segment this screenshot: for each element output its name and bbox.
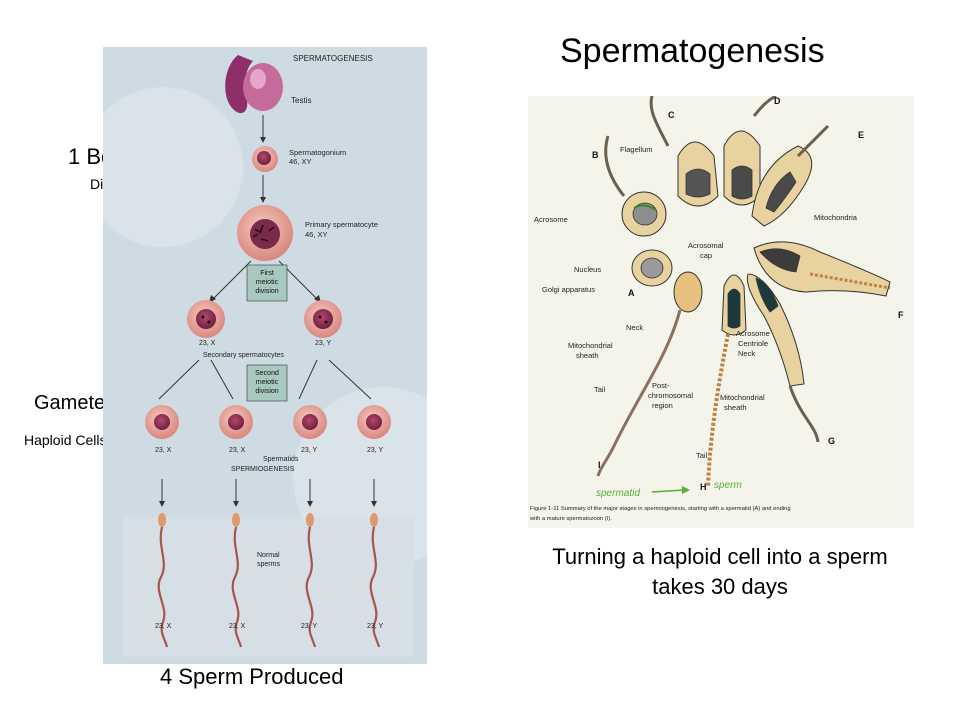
- primary-karyotype: 46, XY: [305, 230, 328, 239]
- primary-spermatocyte-cell: [237, 205, 293, 261]
- letter-d: D: [774, 96, 781, 106]
- mito-sheath-line2: sheath: [576, 351, 599, 360]
- sperm-produced-label: 4 Sperm Produced: [160, 664, 344, 689]
- second-div-line2: meiotic: [256, 379, 279, 386]
- spermiogenesis-figure: Flagellum Acrosome Nucleus Golgi apparat…: [528, 94, 914, 528]
- secondary-spermatocyte-x: [187, 300, 225, 338]
- first-div-line2: meiotic: [256, 279, 279, 286]
- slide-title: Spermatogenesis: [560, 32, 825, 70]
- secondary-y-karyotype: 23, Y: [315, 340, 332, 347]
- stage-d-cell: [723, 94, 777, 206]
- secondary-x-karyotype: 23, X: [199, 340, 216, 347]
- letter-b: B: [592, 150, 599, 160]
- neck-label: Neck: [626, 323, 643, 332]
- spermatid-1-karyotype: 23, X: [155, 447, 172, 454]
- spermatid-4: [357, 405, 391, 439]
- second-meiotic-division-box: Second meiotic division: [246, 364, 288, 402]
- caption-line2: takes 30 days: [652, 574, 788, 599]
- first-div-line3: division: [255, 288, 278, 295]
- flagellum-label: Flagellum: [620, 145, 653, 154]
- post-chromosomal-line3: region: [652, 401, 673, 410]
- spermatid-3: [293, 405, 327, 439]
- stage-g-cell: [746, 273, 820, 443]
- spermatogonium-karyotype: 46, XY: [289, 157, 312, 166]
- stage-c-cell: [649, 95, 719, 207]
- second-div-line3: division: [255, 388, 278, 395]
- second-div-line1: Second: [255, 370, 279, 377]
- centriole-label: Centriole: [738, 339, 768, 348]
- sperm-2: [231, 513, 243, 648]
- acrosome2-label: Acrosome: [736, 329, 770, 338]
- stage-i-spermatozoon: [596, 271, 703, 477]
- handwriting-sperm: sperm: [714, 480, 742, 491]
- figure-caption-line2: with a mature spermatozoon (I).: [529, 516, 612, 522]
- post-chromosomal-line2: chromosomal: [648, 391, 693, 400]
- mito2-line1: Mitochondrial: [720, 393, 765, 402]
- acrosome-label: Acrosome: [534, 215, 568, 224]
- haploid-label: Haploid Cells: [24, 432, 107, 448]
- letter-c: C: [668, 110, 675, 120]
- spermiogenesis-label: SPERMIOGENESIS: [231, 466, 295, 473]
- letter-g: G: [828, 436, 835, 446]
- sperm-2-karyotype: 23, X: [229, 623, 246, 630]
- acrosomal-cap-line1: Acrosomal: [688, 241, 724, 250]
- figure-caption-line1: Figure 1-11 Summary of the major stages …: [530, 506, 791, 512]
- tail2-label: Tail: [696, 451, 708, 460]
- normal-sperms-line2: sperms: [257, 561, 280, 568]
- sperm-4-karyotype: 23, Y: [367, 623, 384, 630]
- letter-h: H: [700, 482, 707, 492]
- stage-h-sperm: [706, 274, 747, 487]
- first-meiotic-division-box: First meiotic division: [246, 264, 288, 302]
- normal-sperms-line1: Normal: [257, 552, 280, 559]
- sperm-3-karyotype: 23, Y: [301, 623, 318, 630]
- mito-sheath-line1: Mitochondrial: [568, 341, 613, 350]
- post-chromosomal-line1: Post-: [652, 381, 670, 390]
- letter-f: F: [898, 310, 904, 320]
- sperm-1-karyotype: 23, X: [155, 623, 172, 630]
- neck2-label: Neck: [738, 349, 755, 358]
- gametes-label: Gametes: [34, 392, 116, 414]
- mitochondria-label: Mitochondria: [814, 213, 858, 222]
- stage-b-cell: [604, 135, 667, 237]
- secondary-label: Secondary spermatocytes: [203, 352, 284, 359]
- spermatid-2: [219, 405, 253, 439]
- spermatogenesis-figure: SPERMATOGENESIS Testis Spermatogonium 46…: [83, 47, 473, 664]
- sperm-3: [305, 513, 317, 648]
- duration-caption: Turning a haploid cell into a sperm take…: [505, 542, 935, 602]
- first-div-line1: First: [260, 270, 274, 277]
- sperm-1: [157, 513, 169, 648]
- spermatids-label: Spermatids: [263, 456, 299, 463]
- sperm-4: [369, 513, 381, 648]
- stage-e-cell: [751, 124, 830, 227]
- stage-a-cell: [631, 249, 673, 287]
- tail-label: Tail: [594, 385, 606, 394]
- letter-e: E: [858, 130, 864, 140]
- letter-i: I: [598, 460, 601, 470]
- spermatogonium-label: Spermatogonium: [289, 148, 346, 157]
- golgi-label: Golgi apparatus: [542, 285, 595, 294]
- testis-icon: [225, 55, 283, 114]
- stage-f-cell: [753, 241, 891, 297]
- figure-heading: SPERMATOGENESIS: [293, 54, 373, 63]
- spermatid-1: [145, 405, 179, 439]
- spermatid-2-karyotype: 23, X: [229, 447, 246, 454]
- handwriting-spermatid: spermatid: [596, 488, 640, 499]
- spermatogonium-cell: [252, 146, 278, 172]
- spermatid-4-karyotype: 23, Y: [367, 447, 384, 454]
- caption-line1: Turning a haploid cell into a sperm: [552, 544, 888, 569]
- primary-label: Primary spermatocyte: [305, 220, 378, 229]
- mito2-line2: sheath: [724, 403, 747, 412]
- secondary-spermatocyte-y: [304, 300, 342, 338]
- letter-a: A: [628, 288, 635, 298]
- testis-label: Testis: [291, 96, 311, 105]
- acrosomal-cap-line2: cap: [700, 251, 712, 260]
- spermatid-3-karyotype: 23, Y: [301, 447, 318, 454]
- nucleus-label: Nucleus: [574, 265, 601, 274]
